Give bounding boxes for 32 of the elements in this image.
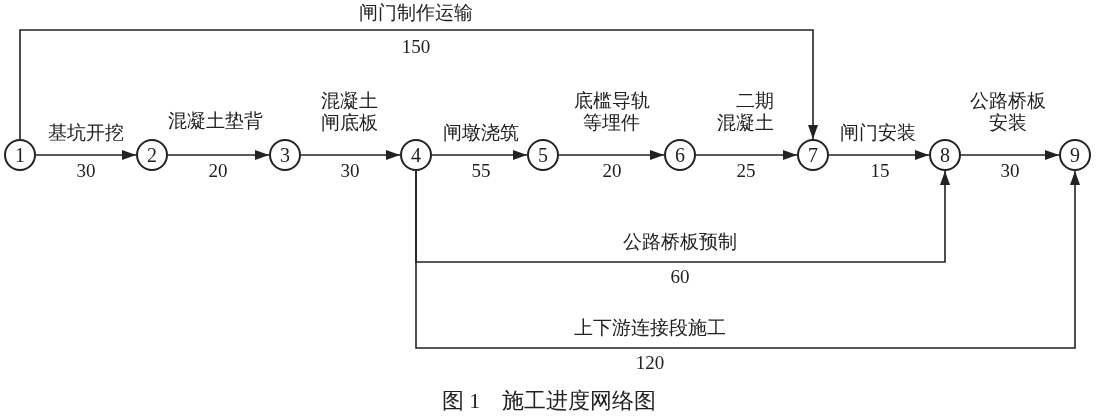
- edge-label: 混凝土闸底板: [320, 90, 380, 134]
- arrow: [695, 150, 798, 160]
- arrow: [828, 150, 930, 160]
- edge-label: 底槛导轨等埋件: [573, 90, 651, 134]
- arrow: [35, 150, 137, 160]
- event-circle: 2: [136, 139, 168, 171]
- event-circle: 1: [4, 139, 36, 171]
- edge-label: 基坑开挖: [48, 122, 124, 144]
- arrow: [300, 150, 401, 160]
- event-circle: 6: [664, 139, 696, 171]
- arrow: [415, 170, 1080, 349]
- edge-label: 公路桥板预制: [623, 231, 737, 253]
- edge-label: 混凝土垫背: [167, 110, 263, 132]
- arrow: [19, 29, 818, 140]
- edge-label: 公路桥板安装: [969, 90, 1047, 134]
- event-circle: 3: [269, 139, 301, 171]
- edge-label: 二期混凝土: [716, 90, 776, 134]
- arrow: [415, 170, 950, 263]
- event-circle: 9: [1059, 139, 1091, 171]
- arrow: [558, 150, 665, 160]
- edge-label: 闸墩浇筑: [443, 122, 519, 144]
- event-circle: 7: [797, 139, 829, 171]
- arrow: [167, 150, 270, 160]
- edge-label: 上下游连接段施工: [574, 317, 726, 339]
- edge-label: 闸门安装: [840, 122, 916, 144]
- arrow: [431, 150, 528, 160]
- figure-caption: 图 1 施工进度网络图: [440, 387, 658, 415]
- edge-label: 闸门制作运输: [359, 2, 473, 24]
- event-circle: 8: [929, 139, 961, 171]
- event-circle: 5: [527, 139, 559, 171]
- event-circle: 4: [400, 139, 432, 171]
- arrow: [960, 150, 1060, 160]
